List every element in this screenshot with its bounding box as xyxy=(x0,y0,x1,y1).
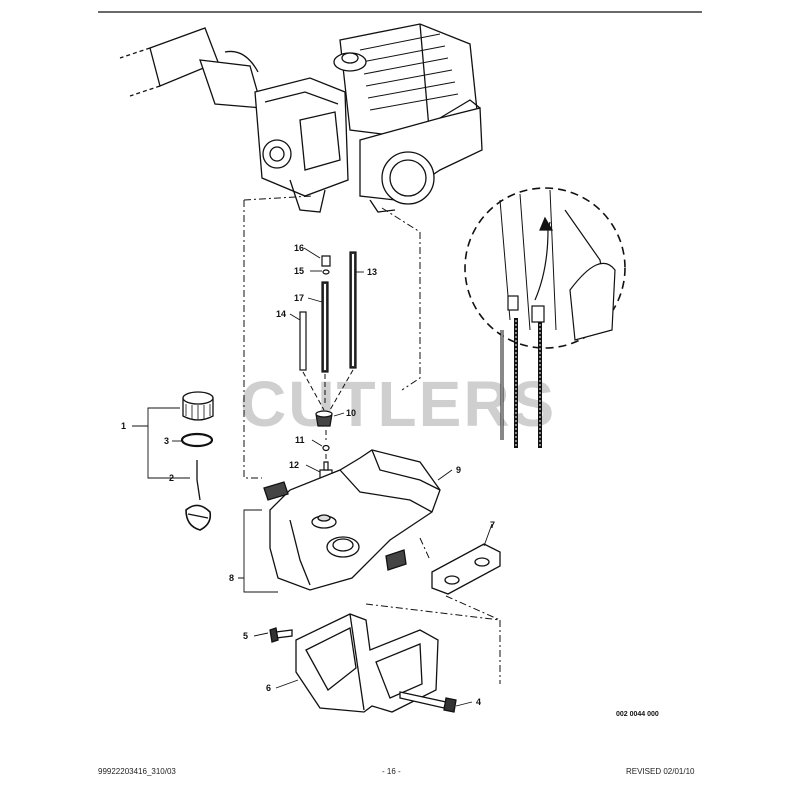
callout-labels: 1 2 3 4 5 6 7 8 9 10 11 12 13 14 15 16 1… xyxy=(121,243,495,707)
callout-14: 14 xyxy=(276,309,286,319)
footer-right: REVISED 02/01/10 xyxy=(626,767,695,776)
engine-assembly xyxy=(119,23,483,213)
callout-2: 2 xyxy=(169,473,174,483)
leader-lines-lower xyxy=(365,537,501,684)
footer-left: 99922203416_310/03 xyxy=(98,767,176,776)
callout-16: 16 xyxy=(294,243,304,253)
fuel-tank xyxy=(263,449,441,591)
callout-1: 1 xyxy=(121,421,126,431)
fuel-cap-assembly xyxy=(180,391,214,531)
callout-3: 3 xyxy=(164,436,169,446)
fuel-line-parts xyxy=(299,251,357,487)
callout-10: 10 xyxy=(346,408,356,418)
leader-lines-engine xyxy=(243,195,421,479)
mount-plate xyxy=(431,543,501,595)
callout-4: 4 xyxy=(476,697,481,707)
drawing-number: 002 0044 000 xyxy=(616,711,659,718)
callout-5: 5 xyxy=(243,631,248,641)
callout-15: 15 xyxy=(294,266,304,276)
callout-11: 11 xyxy=(295,435,305,445)
callout-13: 13 xyxy=(367,267,377,277)
callout-7: 7 xyxy=(490,520,495,530)
watermark: CUTLERS xyxy=(240,368,556,440)
callout-17: 17 xyxy=(294,293,304,303)
callout-leaders xyxy=(132,247,493,707)
footer-center: - 16 - xyxy=(382,767,401,776)
tank-bracket xyxy=(269,613,457,713)
callout-6: 6 xyxy=(266,683,271,693)
callout-9: 9 xyxy=(456,465,461,475)
callout-8: 8 xyxy=(229,573,234,583)
hose-converge-lines xyxy=(302,369,354,462)
callout-12: 12 xyxy=(289,460,299,470)
detail-inset xyxy=(464,187,626,448)
